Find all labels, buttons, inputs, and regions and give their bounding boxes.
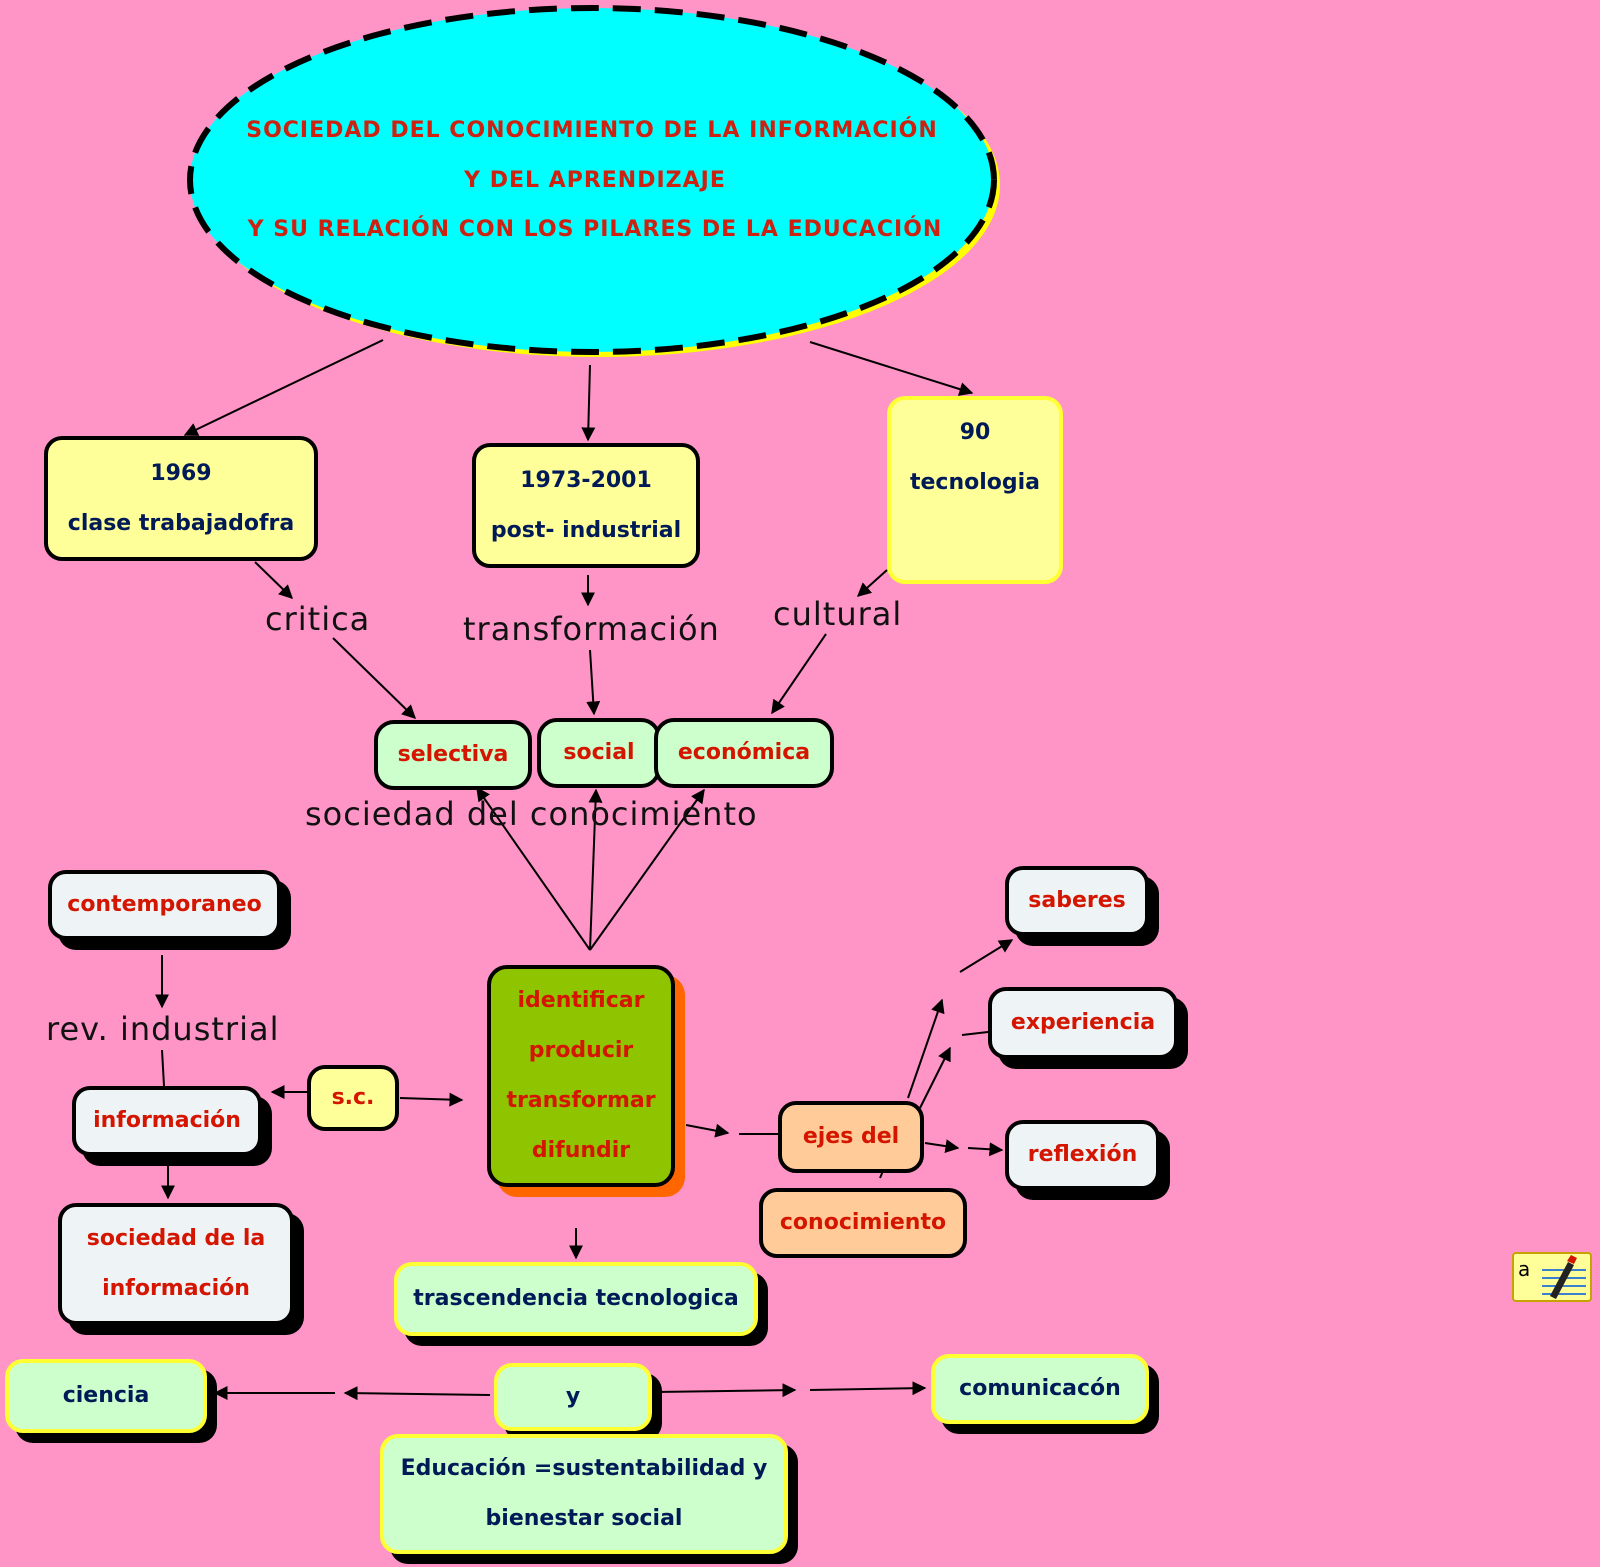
node-1969-year: 1969 <box>150 460 212 486</box>
verb-transformar: transformar <box>506 1088 656 1113</box>
link-transf-social <box>586 649 601 716</box>
node-1973-year: 1973-2001 <box>520 467 652 493</box>
node-conocimiento-label: conocimiento <box>779 1210 947 1235</box>
link-ejes-experiencia-1 <box>907 998 945 1099</box>
link-y-comm-1 <box>654 1383 797 1398</box>
verb-producir: producir <box>528 1038 634 1063</box>
node-reflexion[interactable]: reflexión <box>1005 1120 1160 1190</box>
link-center-ejes <box>685 1123 730 1138</box>
link-center-selectiva <box>476 786 591 951</box>
node-1973-2001[interactable]: 1973-2001 post- industrial <box>472 443 700 568</box>
phrase-critica: critica <box>265 600 371 638</box>
node-experiencia-label: experiencia <box>1010 1010 1156 1035</box>
node-sociedad-info-line2: información <box>102 1276 250 1301</box>
node-informacion-label: información <box>93 1108 241 1133</box>
node-90[interactable]: 90 tecnologia <box>887 396 1063 584</box>
phrase-transformacion: transformación <box>463 610 720 648</box>
node-ciencia[interactable]: ciencia <box>5 1359 207 1433</box>
node-ciencia-label: ciencia <box>62 1383 150 1408</box>
node-educacion-line2: bienestar social <box>485 1506 683 1531</box>
node-informacion[interactable]: información <box>72 1086 262 1156</box>
node-90-text: tecnologia <box>909 470 1041 495</box>
phrase-cultural: cultural <box>773 595 903 633</box>
link-ejes-saberes <box>959 939 1014 973</box>
node-selectiva[interactable]: selectiva <box>374 720 532 790</box>
node-1973-text: post- industrial <box>490 517 682 543</box>
node-ejes-del-label: ejes del <box>802 1124 900 1149</box>
link-title-1969 <box>183 339 384 436</box>
node-experiencia[interactable]: experiencia <box>988 987 1178 1059</box>
link-critica-selectiva <box>332 637 417 719</box>
annotation-pencil-icon[interactable]: a <box>1512 1252 1592 1302</box>
node-educacion-line1: Educación =sustentabilidad y <box>400 1456 768 1481</box>
node-1969-text: clase trabajadofra <box>67 510 295 536</box>
node-verbs[interactable]: identificar producir transformar difundi… <box>487 965 675 1187</box>
node-sc-label: s.c. <box>331 1085 375 1110</box>
node-economica[interactable]: económica <box>654 718 834 788</box>
svg-text:a: a <box>1518 1257 1530 1281</box>
title-line-2: Y DEL APRENDIZAJE <box>464 168 726 193</box>
node-comunicacion-label: comunicacón <box>959 1376 1121 1401</box>
node-selectiva-label: selectiva <box>397 742 509 767</box>
node-reflexion-label: reflexión <box>1027 1142 1138 1167</box>
link-y-comm-2 <box>809 1381 927 1396</box>
link-center-social <box>588 788 603 951</box>
link-ejes-experiencia-2 <box>919 1046 951 1109</box>
node-conocimiento[interactable]: conocimiento <box>759 1188 967 1258</box>
link-title-1973 <box>581 364 596 442</box>
link-title-90 <box>809 341 974 396</box>
phrase-sociedad-conocimiento: sociedad del conocimiento <box>305 795 758 833</box>
node-social[interactable]: social <box>537 718 661 788</box>
link-y-ciencia-1 <box>343 1386 491 1401</box>
phrase-rev-industrial: rev. industrial <box>46 1010 280 1048</box>
node-trascendencia[interactable]: trascendencia tecnologica <box>394 1262 758 1336</box>
node-ejes-del[interactable]: ejes del <box>778 1101 924 1173</box>
node-y-label: y <box>565 1384 581 1409</box>
node-sc[interactable]: s.c. <box>307 1065 399 1131</box>
node-contemporaneo[interactable]: contemporaneo <box>48 870 281 940</box>
link-cultural-economica <box>771 633 827 715</box>
node-educacion[interactable]: Educación =sustentabilidad y bienestar s… <box>380 1434 788 1554</box>
node-social-label: social <box>563 740 635 765</box>
link-sc-center <box>399 1092 464 1107</box>
node-contemporaneo-label: contemporaneo <box>67 892 262 917</box>
link-ejes-reflexion-1 <box>924 1139 960 1154</box>
title-line-1: SOCIEDAD DEL CONOCIMIENTO DE LA INFORMAC… <box>246 118 938 143</box>
node-y[interactable]: y <box>494 1363 652 1431</box>
link-90-cultural <box>856 569 888 597</box>
verb-identificar: identificar <box>517 988 645 1013</box>
node-sociedad-info-line1: sociedad de la <box>86 1226 266 1251</box>
verb-difundir: difundir <box>531 1138 631 1163</box>
node-saberes[interactable]: saberes <box>1005 866 1149 936</box>
node-sociedad-informacion[interactable]: sociedad de la información <box>58 1203 294 1325</box>
node-comunicacion[interactable]: comunicacón <box>931 1354 1149 1424</box>
node-economica-label: económica <box>677 740 811 765</box>
node-trascendencia-label: trascendencia tecnologica <box>413 1286 739 1311</box>
node-1969[interactable]: 1969 clase trabajadofra <box>44 436 318 561</box>
node-saberes-label: saberes <box>1028 888 1126 913</box>
link-1969-critica <box>254 561 294 599</box>
link-center-economica <box>589 788 705 951</box>
node-90-year: 90 <box>959 420 991 445</box>
link-ejes-reflexion-2 <box>967 1142 1004 1157</box>
title-ellipse <box>187 5 997 355</box>
title-line-3: Y SU RELACIÓN CON LOS PILARES DE LA EDUC… <box>247 217 943 242</box>
